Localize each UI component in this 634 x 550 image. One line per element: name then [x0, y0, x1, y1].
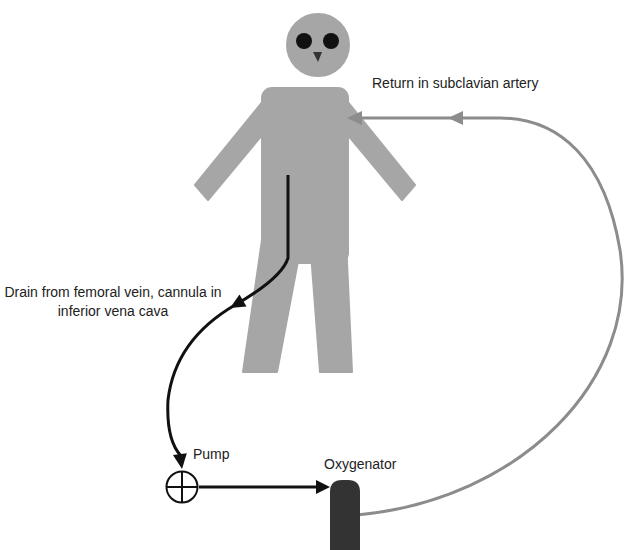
- arrowhead: [227, 294, 247, 314]
- right-leg: [310, 240, 352, 372]
- eye: [323, 33, 339, 49]
- drain-label: Drain from femoral vein, cannula in infe…: [2, 283, 224, 321]
- left-leg: [243, 240, 302, 372]
- flow-arrow: [199, 480, 330, 494]
- oxygenator-outline: [330, 480, 360, 550]
- return-line: [357, 118, 622, 515]
- shape-outline: [330, 480, 360, 550]
- eye: [296, 33, 312, 49]
- right-arm: [342, 95, 415, 200]
- connector-line: [199, 486, 318, 489]
- label-text: Drain from femoral vein, cannula in infe…: [4, 284, 221, 319]
- pump-circle: Pump: [165, 470, 199, 504]
- label-text: Return in subclavian artery: [372, 75, 539, 91]
- torso: [262, 88, 348, 263]
- arrowhead: [347, 111, 362, 125]
- node-label: Oxygenator: [324, 455, 396, 473]
- node-label: Pump: [193, 445, 230, 463]
- arrowhead: [448, 111, 463, 125]
- arrowhead: [316, 480, 330, 494]
- pump-outline: [167, 472, 198, 503]
- head: [287, 14, 349, 76]
- beak: [313, 52, 322, 62]
- drain-cannula: [168, 175, 288, 456]
- pump-cross: [167, 486, 198, 488]
- return-label: Return in subclavian artery: [372, 74, 612, 93]
- arrowhead: [173, 453, 189, 470]
- oxygenator-box: Oxygenator: [330, 480, 360, 550]
- left-arm: [195, 95, 268, 200]
- shape-outline: [165, 470, 199, 504]
